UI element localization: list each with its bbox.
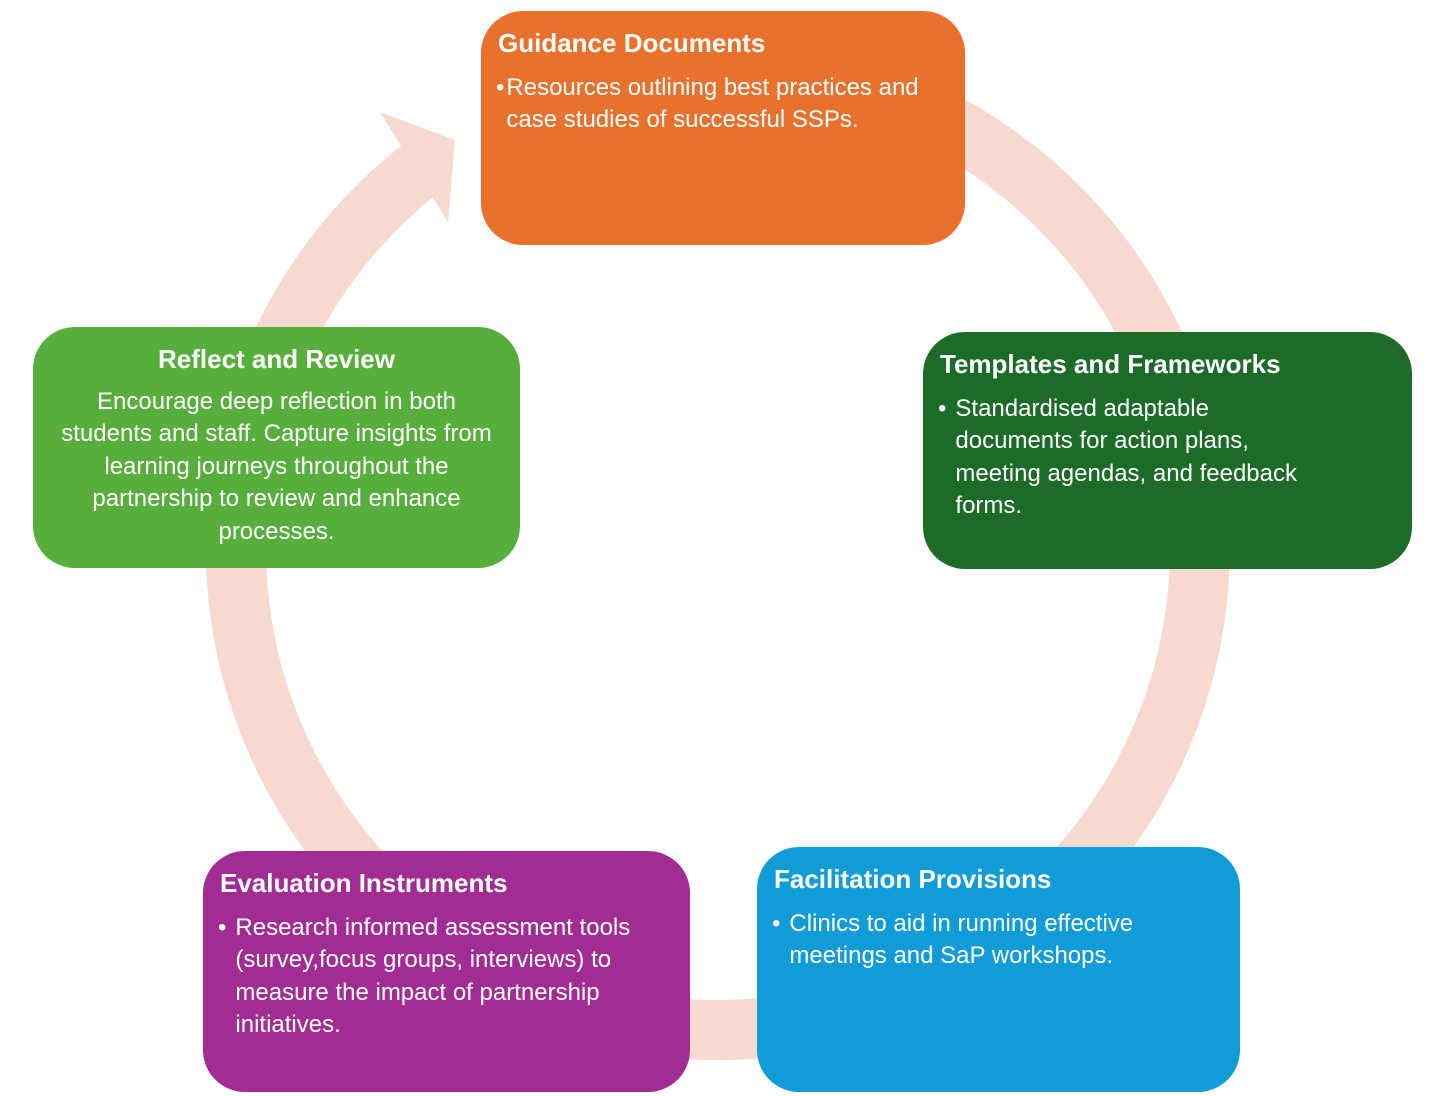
bullet-icon: • [496,73,505,101]
node-reflect-review: Reflect and Review Encourage deep reflec… [33,327,520,568]
node-body: • Standardised adaptable documents for a… [938,393,1397,524]
bullet-icon: • [218,913,227,941]
node-templates-frameworks: Templates and Frameworks • Standardised … [923,332,1412,569]
node-facilitation-provisions: Facilitation Provisions • Clinics to aid… [757,847,1240,1092]
node-body: • Clinics to aid in running effective me… [772,908,1225,973]
node-body: Encourage deep reflection in both studen… [61,387,492,546]
node-body-text: Resources outlining best practices and c… [506,73,919,134]
bullet-icon: • [938,394,947,422]
node-title: Reflect and Review [158,344,395,374]
arrowhead-icon [380,112,455,222]
node-body-text: Standardised adaptable documents for act… [955,394,1297,520]
node-body-text: Research informed assessment tools (surv… [235,913,631,1039]
node-body: • Resources outlining best practices and… [496,72,950,137]
node-title: Facilitation Provisions [774,864,1052,894]
node-body-text: Clinics to aid in running effective meet… [789,909,1134,970]
node-body: • Research informed assessment tools (su… [218,912,675,1043]
node-title: Guidance Documents [498,28,766,58]
node-evaluation-instruments: Evaluation Instruments • Research inform… [203,851,690,1092]
node-title: Evaluation Instruments [220,868,508,898]
bullet-icon: • [772,909,781,937]
node-title: Templates and Frameworks [940,349,1281,379]
node-guidance-documents: Guidance Documents • Resources outlining… [481,11,965,245]
